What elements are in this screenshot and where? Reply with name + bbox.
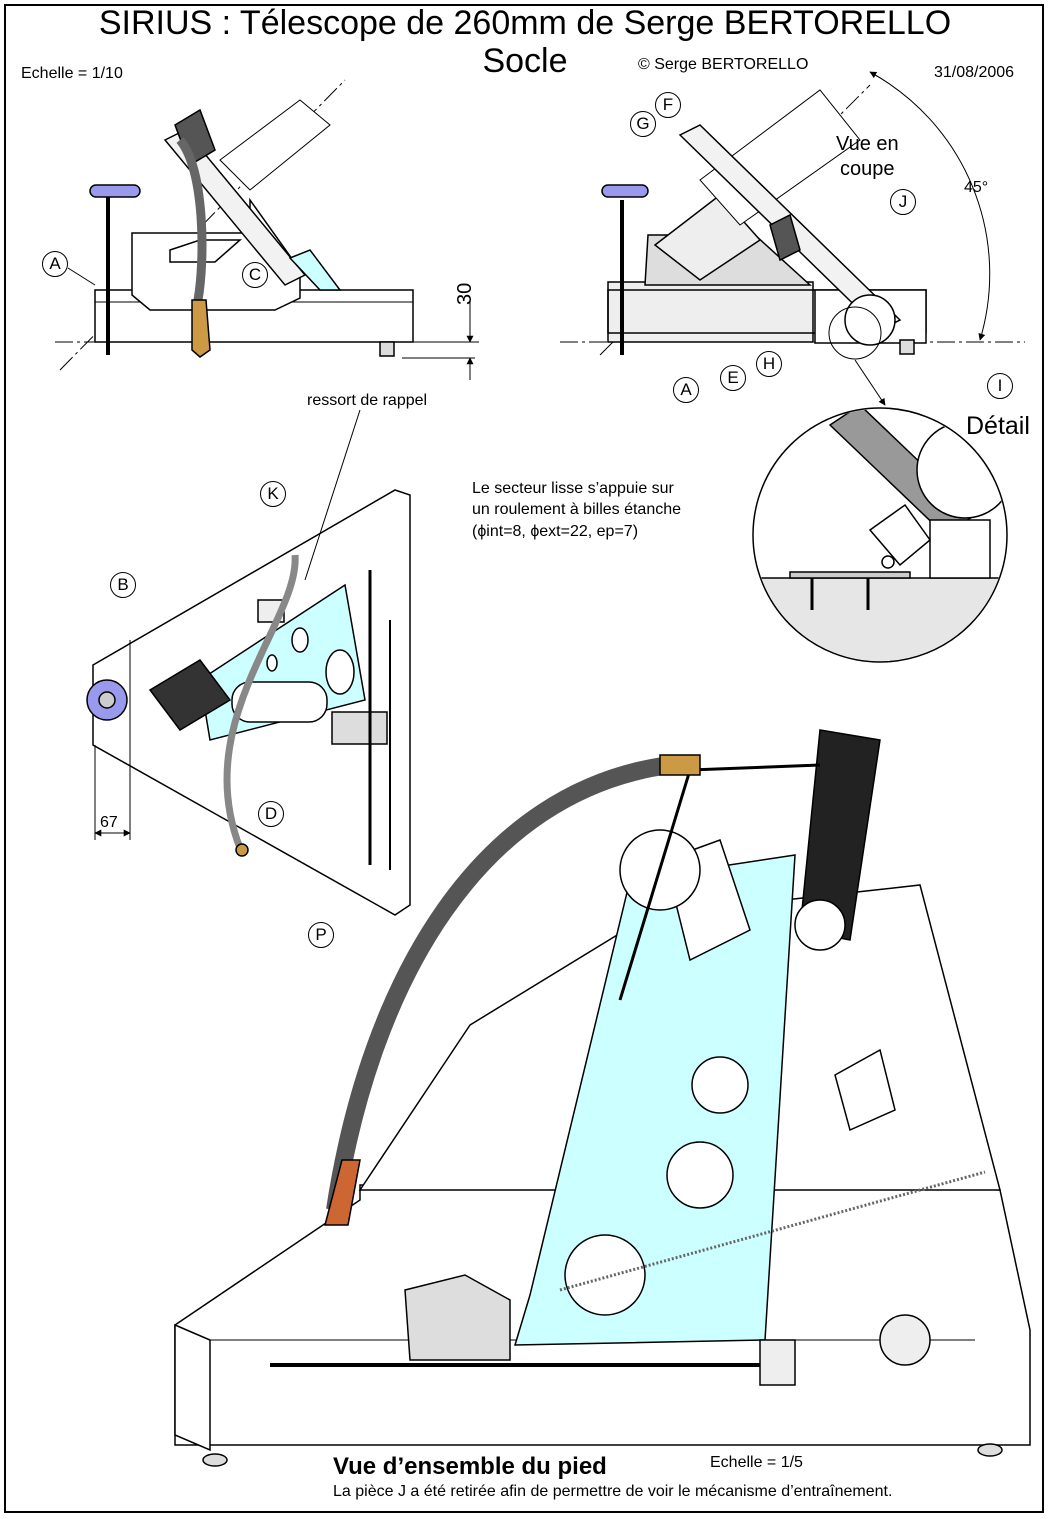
block-iso	[834, 1048, 896, 1132]
acrylic-sector	[288, 249, 342, 291]
page-subtitle: Socle	[482, 42, 568, 80]
dimension-30: 30	[454, 282, 476, 305]
callout-b: B	[110, 572, 136, 598]
return-spring	[559, 1170, 986, 1292]
callout-a-side: A	[42, 251, 68, 277]
cable-wood-handle	[191, 299, 211, 358]
overview-view	[174, 729, 1031, 1467]
bearing-note-1: Le secteur lisse s’appuie sur	[472, 480, 674, 497]
spring-label: ressort de rappel	[307, 392, 428, 409]
dimension-67: 67	[100, 814, 118, 831]
side-view	[55, 79, 480, 380]
angle-label: 45°	[964, 179, 989, 196]
section-label-1: Vue en	[836, 133, 899, 155]
section-view	[560, 71, 1025, 406]
angle-arc	[869, 71, 991, 341]
scale-top: Echelle = 1/10	[21, 65, 123, 82]
callout-g: G	[630, 111, 656, 137]
callout-k: K	[260, 481, 286, 507]
date-text: 31/08/2006	[934, 64, 1015, 81]
bearing-note-2: un roulement à billes étanche	[472, 501, 682, 518]
detail-label: Détail	[966, 412, 1030, 440]
overview-note: La pièce J a été retirée afin de permett…	[333, 1483, 893, 1500]
acrylic-sector-iso	[513, 854, 796, 1346]
section-label-2: coupe	[840, 158, 895, 180]
page-title: SIRIUS : Télescope de 260mm de Serge BER…	[98, 4, 952, 42]
callout-h: H	[756, 351, 782, 377]
drawing-frame	[4, 4, 1044, 1513]
callout-j: J	[890, 189, 916, 215]
tube-top	[231, 681, 328, 723]
callout-p: P	[308, 922, 334, 948]
drive-block	[404, 1274, 511, 1361]
top-view	[86, 409, 411, 916]
adjust-knob	[89, 184, 141, 198]
callout-f: F	[655, 92, 681, 118]
bearing-note-3: (ϕint=8, ϕext=22, ep=7)	[472, 523, 639, 540]
cable-top	[223, 554, 299, 850]
callout-i: I	[987, 373, 1013, 399]
finder-tube	[219, 99, 331, 191]
finder-iso	[799, 729, 881, 941]
eyepiece-top	[148, 659, 232, 731]
overview-title: Vue d’ensemble du pied	[333, 1453, 607, 1480]
cable	[176, 137, 207, 301]
callout-a-section: A	[673, 377, 699, 403]
callout-d: D	[258, 801, 284, 827]
overview-scale: Echelle = 1/5	[710, 1454, 803, 1471]
callout-c: C	[242, 262, 268, 288]
cable-iso	[326, 756, 672, 1212]
copyright-text: © Serge BERTORELLO	[638, 56, 809, 73]
detail-view	[752, 407, 1008, 663]
callout-e: E	[720, 365, 746, 391]
